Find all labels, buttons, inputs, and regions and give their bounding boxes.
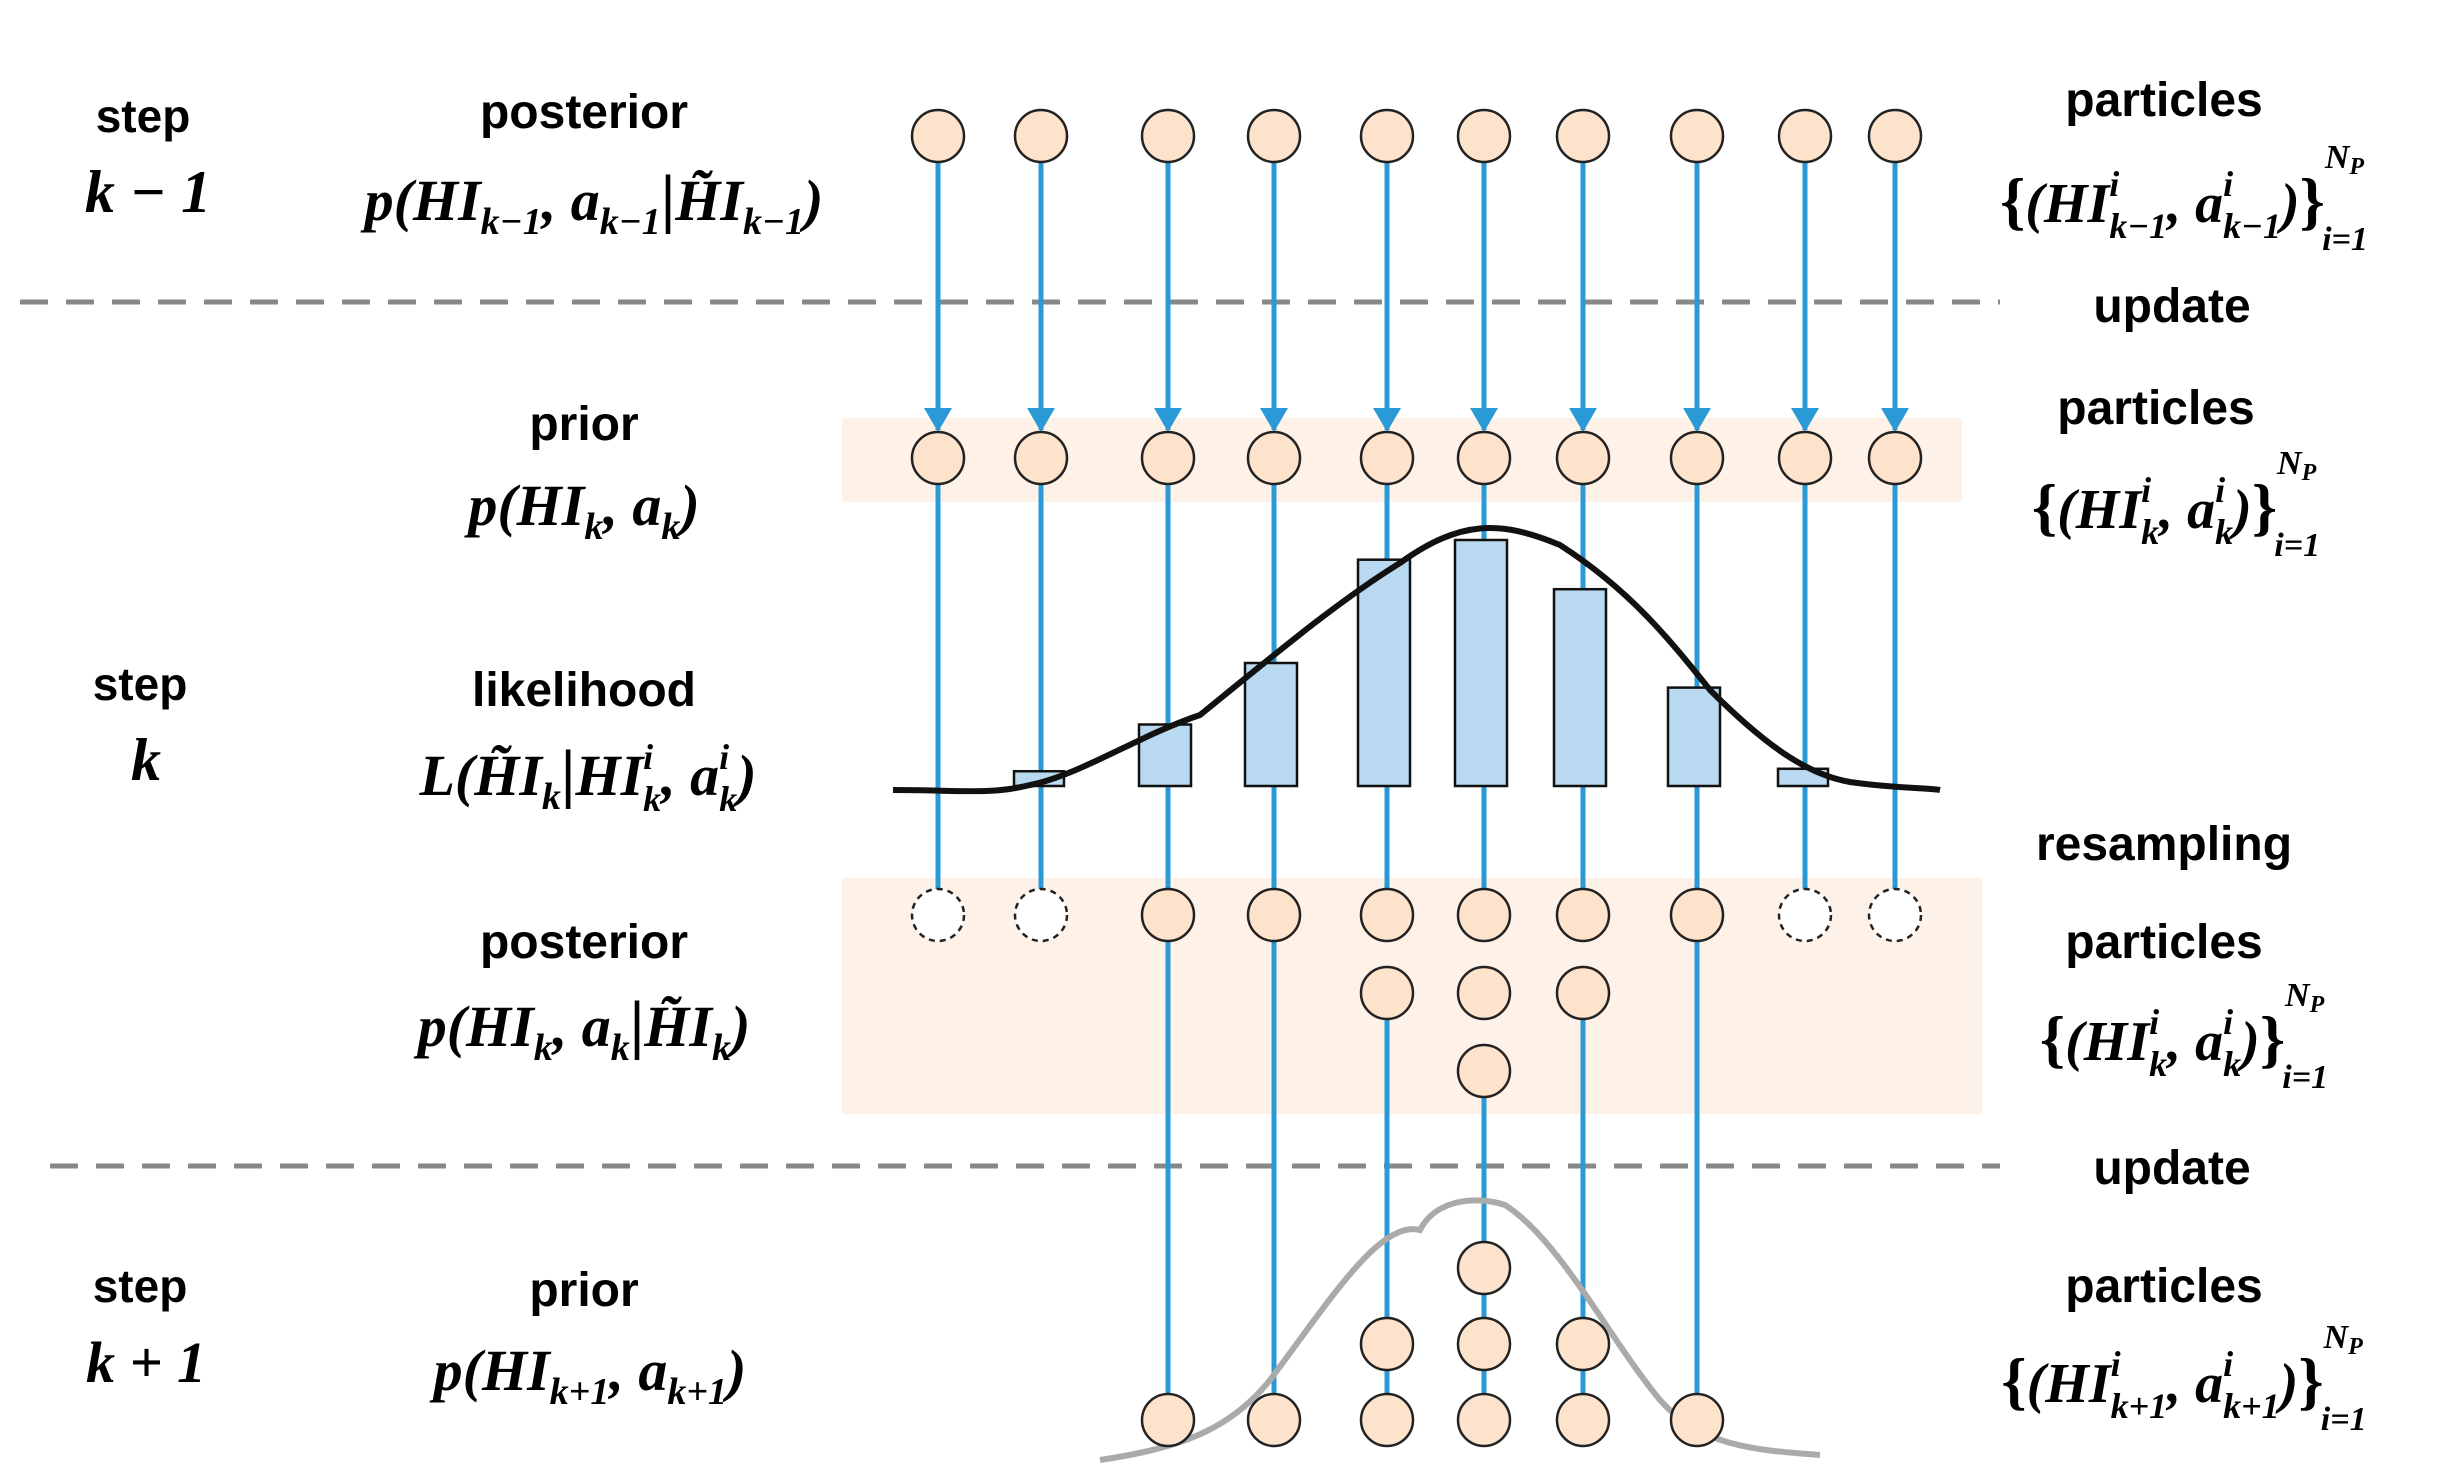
- particles-label-4: particles: [2065, 1260, 2262, 1313]
- particle-prev: [1867, 108, 1923, 164]
- update-label-1: update: [2093, 280, 2250, 333]
- particle-prior: [1013, 430, 1069, 486]
- particle-next: [1359, 1316, 1415, 1372]
- particle-prev: [1246, 108, 1302, 164]
- arrow-head: [1154, 408, 1182, 432]
- particle-next: [1456, 1240, 1512, 1296]
- step-index-1: k − 1: [85, 159, 211, 225]
- particle-posterior-copy: [1359, 965, 1415, 1021]
- step-index-3: k + 1: [86, 1330, 206, 1395]
- arrow-head: [1027, 408, 1055, 432]
- prior-k-label: prior: [529, 398, 638, 451]
- particle-prior: [1140, 430, 1196, 486]
- particle-posterior: [1359, 887, 1415, 943]
- particle-prev: [910, 108, 966, 164]
- particle-discarded: [1867, 887, 1923, 943]
- arrow-head: [1260, 408, 1288, 432]
- particle-trajectories: [924, 162, 1909, 1394]
- arrow-head: [1881, 408, 1909, 432]
- particle-discarded: [1777, 887, 1833, 943]
- particle-prior: [1669, 430, 1725, 486]
- particle-next: [1669, 1392, 1725, 1448]
- particle-prior: [1246, 430, 1302, 486]
- likelihood-bar: [1552, 587, 1608, 788]
- update-label-2: update: [2093, 1142, 2250, 1195]
- particle-prev: [1013, 108, 1069, 164]
- arrow-head: [1373, 408, 1401, 432]
- particle-prev: [1140, 108, 1196, 164]
- particle-prior: [1456, 430, 1512, 486]
- particle-next: [1140, 1392, 1196, 1448]
- particle-posterior-copy: [1456, 965, 1512, 1021]
- likelihood-bar: [1666, 686, 1722, 788]
- particles-label-1: particles: [2065, 74, 2262, 127]
- particle-next: [1555, 1392, 1611, 1448]
- particle-prev: [1777, 108, 1833, 164]
- likelihood-bars: [1012, 538, 1830, 788]
- particle-posterior: [1140, 887, 1196, 943]
- particle-prior: [1555, 430, 1611, 486]
- likelihood-label: likelihood: [472, 664, 696, 717]
- likelihood-bar: [1453, 538, 1509, 788]
- posterior-k-label: posterior: [480, 916, 688, 969]
- step-index-2: k: [131, 727, 161, 793]
- particle-prev: [1555, 108, 1611, 164]
- particle-next: [1456, 1316, 1512, 1372]
- posterior-prev-label: posterior: [480, 86, 688, 139]
- arrow-head: [1683, 408, 1711, 432]
- particle-discarded: [1013, 887, 1069, 943]
- likelihood-curve: [892, 525, 1941, 795]
- particles-label-3: particles: [2065, 916, 2262, 969]
- posterior-k-formula: p(HIk, ak|H̃Ik): [413, 988, 751, 1069]
- particle-posterior: [1456, 887, 1512, 943]
- step-label-3: step: [93, 1260, 188, 1312]
- posterior-prev-formula: p(HIk−1, ak−1|H̃Ik−1): [360, 162, 824, 243]
- particle-next: [1359, 1392, 1415, 1448]
- prior-next-formula: p(HIk+1, ak+1): [429, 1338, 747, 1413]
- particles-layer: [910, 108, 1923, 1448]
- step-label-1: step: [96, 90, 191, 142]
- arrow-head: [1791, 408, 1819, 432]
- particle-posterior: [1246, 887, 1302, 943]
- particle-posterior: [1555, 887, 1611, 943]
- particle-prev: [1669, 108, 1725, 164]
- prior-k-formula: p(HIk, ak): [463, 473, 699, 548]
- particle-posterior-copy: [1555, 965, 1611, 1021]
- particle-prev: [1456, 108, 1512, 164]
- particle-next: [1555, 1316, 1611, 1372]
- arrow-head: [1569, 408, 1597, 432]
- likelihood-bar: [1356, 558, 1412, 788]
- likelihood-bar: [1243, 661, 1299, 788]
- particle-prior: [910, 430, 966, 486]
- particle-next: [1456, 1392, 1512, 1448]
- particle-prior: [1777, 430, 1833, 486]
- particle-posterior-copy: [1456, 1043, 1512, 1099]
- particles-label-2: particles: [2057, 382, 2254, 435]
- arrow-head: [1470, 408, 1498, 432]
- particle-next: [1246, 1392, 1302, 1448]
- arrow-head: [924, 408, 952, 432]
- step-label-2: step: [93, 658, 188, 710]
- resampling-label: resampling: [2036, 818, 2292, 871]
- particle-prior: [1867, 430, 1923, 486]
- particle-prev: [1359, 108, 1415, 164]
- particle-posterior: [1669, 887, 1725, 943]
- particle-prior: [1359, 430, 1415, 486]
- prior-next-label: prior: [529, 1264, 638, 1317]
- particle-discarded: [910, 887, 966, 943]
